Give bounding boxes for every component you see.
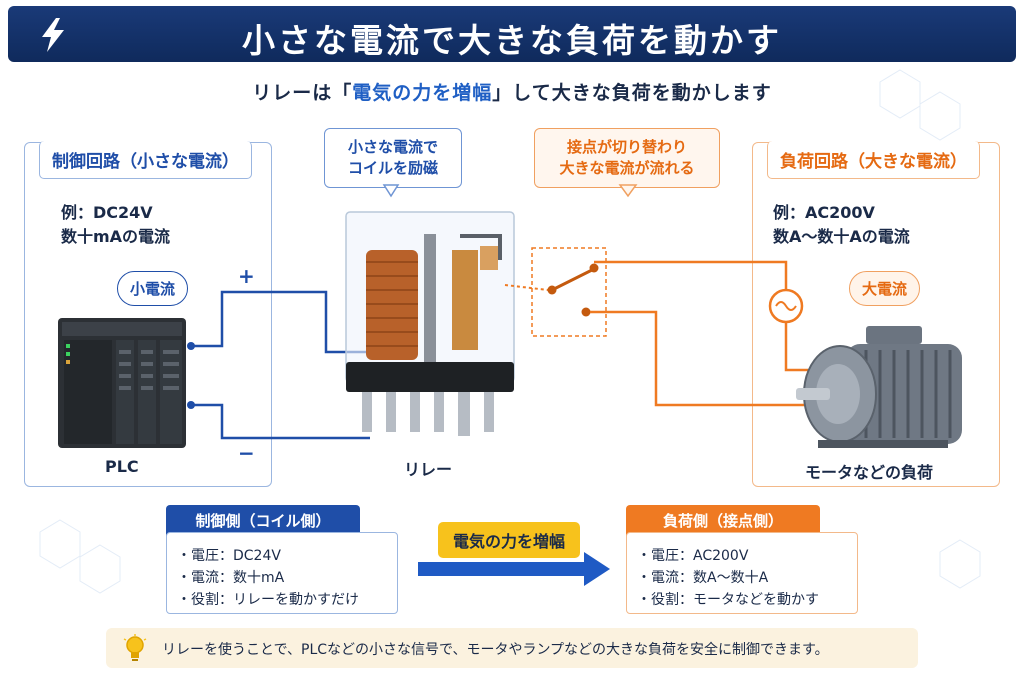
control-circuit-description: 例：DC24V 数十mAの電流 <box>61 203 171 246</box>
load-side-item: ・役割：モータなどを動かす <box>637 592 819 608</box>
relay-label: リレー <box>404 460 453 479</box>
load-circuit-title: 負荷回路（大きな電流） <box>767 141 980 179</box>
lightning-bolt-icon <box>42 18 64 52</box>
relay-icon <box>345 211 515 436</box>
switch-contact-icon <box>504 263 599 317</box>
load-side-title: 負荷側（接点側） <box>626 505 820 536</box>
header-banner: 小さな電流で大きな負荷を動かす <box>8 6 1016 62</box>
minus-terminal-label: − <box>238 441 255 465</box>
plc-icon <box>58 318 195 448</box>
control-side-title: 制御側（コイル側） <box>166 505 360 536</box>
ac-source-icon <box>768 288 804 324</box>
plc-label: PLC <box>105 457 139 476</box>
load-circuit-description: 例：AC200V 数A～数十Aの電流 <box>773 203 910 246</box>
switch-contact-frame <box>531 247 607 337</box>
small-current-badge: 小電流 <box>117 271 189 306</box>
page-title: 小さな電流で大きな負荷を動かす <box>242 21 782 60</box>
plus-terminal-label: + <box>238 264 255 288</box>
subtitle-highlight: 電気の力を増幅 <box>352 82 493 104</box>
page-subtitle: リレーは「電気の力を増幅」して大きな負荷を動かします <box>252 82 772 104</box>
coil-callout: 小さな電流で コイルを励磁 <box>324 128 462 188</box>
amplify-arrow <box>418 552 610 586</box>
contact-callout-pointer <box>618 184 638 198</box>
load-wiring <box>590 260 808 407</box>
coil-callout-pointer <box>382 184 400 198</box>
control-wiring <box>191 290 370 440</box>
motor-icon <box>796 326 962 448</box>
control-circuit-title: 制御回路（小さな電流） <box>39 141 252 179</box>
motor-label: モータなどの負荷 <box>805 463 934 482</box>
lightbulb-icon <box>123 634 147 661</box>
load-side-item: ・電圧：AC200V <box>637 548 749 564</box>
control-side-item: ・電圧：DC24V <box>177 548 281 564</box>
control-side-item: ・役割：リレーを動かすだけ <box>177 592 359 608</box>
control-side-item: ・電流：数十mA <box>177 570 285 586</box>
amplify-label: 電気の力を増幅 <box>438 522 580 558</box>
footer-note: リレーを使うことで、PLCなどの小さな信号で、モータやランプなどの大きな負荷を安… <box>106 628 918 668</box>
load-side-box: ・電圧：AC200V ・電流：数A～数十A ・役割：モータなどを動かす <box>626 532 858 614</box>
contact-callout: 接点が切り替わり 大きな電流が流れる <box>534 128 720 188</box>
load-side-item: ・電流：数A～数十A <box>637 570 769 586</box>
large-current-badge: 大電流 <box>849 271 921 306</box>
footer-text: リレーを使うことで、PLCなどの小さな信号で、モータやランプなどの大きな負荷を安… <box>162 642 829 658</box>
control-side-box: ・電圧：DC24V ・電流：数十mA ・役割：リレーを動かすだけ <box>166 532 398 614</box>
